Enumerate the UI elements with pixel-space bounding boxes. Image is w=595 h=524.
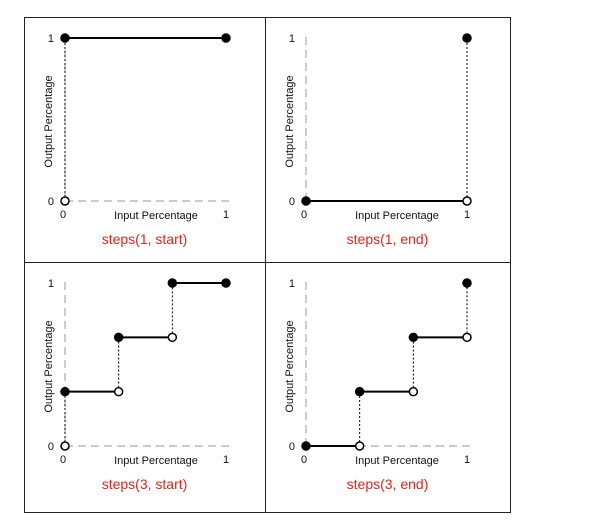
x-tick-label: 1 (464, 209, 470, 221)
chart-title: steps(3, start) (102, 476, 188, 492)
closed-point (301, 441, 311, 451)
closed-point (113, 332, 124, 343)
closed-point (408, 332, 419, 343)
y-axis-label: Output Percentage (284, 320, 296, 412)
y-axis-label: Output Percentage (43, 75, 55, 167)
panel-border (265, 262, 511, 513)
open-point (462, 332, 472, 343)
closed-point (462, 278, 472, 288)
panel-border (265, 17, 511, 263)
open-point (167, 332, 178, 343)
x-tick-label: 1 (223, 454, 229, 466)
y-tick-label: 0 (289, 196, 295, 208)
panel-border (24, 262, 266, 513)
y-tick-label: 1 (289, 33, 295, 45)
y-tick-label: 0 (48, 441, 54, 453)
closed-point (462, 33, 472, 43)
x-axis-label: Input Percentage (114, 210, 198, 222)
closed-point (221, 33, 231, 43)
panel-border (24, 17, 266, 263)
y-tick-label: 1 (48, 278, 54, 290)
y-axis-label: Output Percentage (43, 320, 55, 412)
chart-title: steps(1, start) (102, 231, 188, 247)
open-point (408, 386, 419, 397)
closed-point (221, 278, 231, 288)
open-point (462, 196, 472, 206)
open-point (354, 441, 365, 451)
x-tick-label: 0 (301, 454, 307, 466)
x-axis-label: Input Percentage (355, 455, 439, 467)
x-axis-label: Input Percentage (355, 210, 439, 222)
x-axis-label: Input Percentage (114, 455, 198, 467)
open-point (60, 196, 70, 206)
closed-point (167, 278, 178, 288)
y-tick-label: 1 (48, 33, 54, 45)
closed-point (60, 33, 70, 43)
x-tick-label: 0 (60, 454, 66, 466)
y-tick-label: 0 (289, 441, 295, 453)
open-point (60, 441, 70, 451)
x-tick-label: 0 (60, 209, 66, 221)
x-tick-label: 1 (464, 454, 470, 466)
closed-point (301, 196, 311, 206)
y-tick-label: 0 (48, 196, 54, 208)
y-tick-label: 1 (289, 278, 295, 290)
chart-title: steps(3, end) (347, 476, 429, 492)
closed-point (60, 386, 70, 397)
open-point (113, 386, 124, 397)
chart-title: steps(1, end) (347, 231, 429, 247)
x-tick-label: 0 (301, 209, 307, 221)
x-tick-label: 1 (223, 209, 229, 221)
y-axis-label: Output Percentage (284, 75, 296, 167)
closed-point (354, 386, 365, 397)
